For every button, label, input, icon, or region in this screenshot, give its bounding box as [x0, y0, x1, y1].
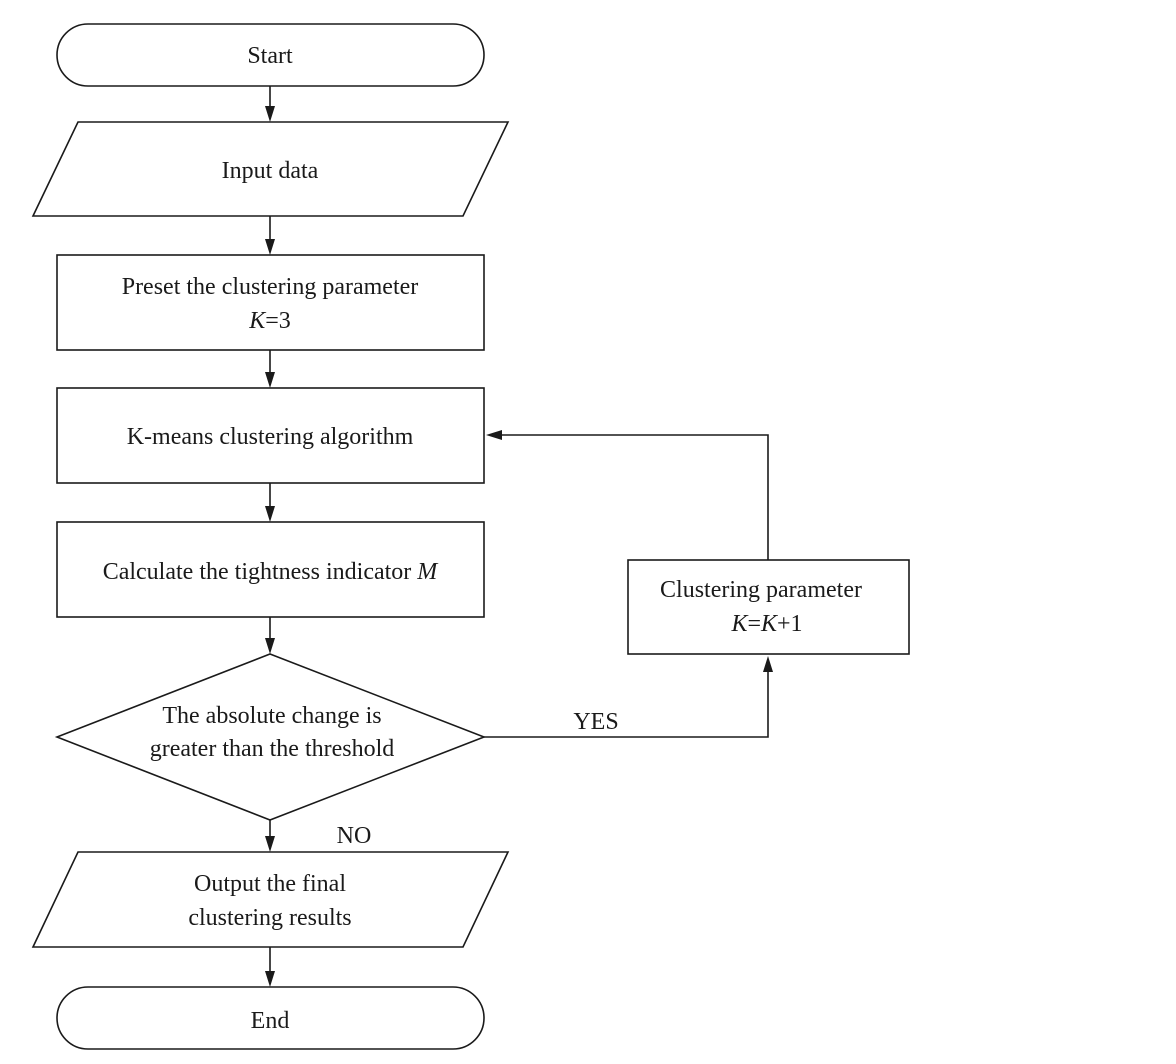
calc-tightness-node [56, 521, 485, 618]
update-parameter-node [627, 559, 910, 655]
update-eq: = [747, 611, 761, 637]
end-terminator [56, 986, 485, 1050]
input-data-node [31, 121, 510, 217]
arrow-decision-yes-to-update [484, 656, 773, 738]
preset-eq-value: =3 [265, 308, 291, 334]
no-label: NO [337, 823, 372, 849]
kmeans-label: K-means clustering algorithm [127, 424, 414, 450]
output-results-line1: Output the final [194, 871, 346, 897]
decision-line1: The absolute change is [162, 703, 381, 729]
update-var-k1: K [730, 611, 749, 637]
yes-label: YES [573, 709, 618, 735]
arrow-kmeans-to-calc [265, 483, 275, 522]
start-label: Start [247, 43, 293, 69]
output-results-node [31, 851, 510, 948]
update-plus-one: +1 [777, 611, 803, 637]
arrow-preset-to-kmeans [265, 350, 275, 388]
kmeans-node [56, 387, 485, 484]
arrow-output-to-end [265, 947, 275, 987]
update-var-k2: K [760, 611, 779, 637]
end-label: End [251, 1008, 290, 1034]
arrow-calc-to-decision [265, 617, 275, 654]
arrow-start-to-input [265, 86, 275, 122]
calc-var-m: M [416, 559, 439, 585]
preset-parameter-line1: Preset the clustering parameter [122, 274, 419, 300]
update-parameter-line2: K=K+1 [730, 611, 802, 637]
preset-var-k: K [248, 308, 267, 334]
input-data-label: Input data [222, 158, 319, 184]
arrow-decision-to-output [265, 820, 275, 852]
arrow-update-to-kmeans [486, 430, 769, 560]
update-parameter-line1: Clustering parameter [660, 577, 862, 603]
calc-tightness-label: Calculate the tightness indicator M [103, 559, 440, 585]
preset-parameter-node [56, 254, 485, 351]
output-results-line2: clustering results [188, 905, 351, 931]
calc-tightness-text: Calculate the tightness indicator [103, 559, 418, 585]
decision-line2: greater than the threshold [150, 736, 395, 762]
arrow-input-to-preset [265, 216, 275, 255]
preset-parameter-line2: K=3 [248, 308, 291, 334]
